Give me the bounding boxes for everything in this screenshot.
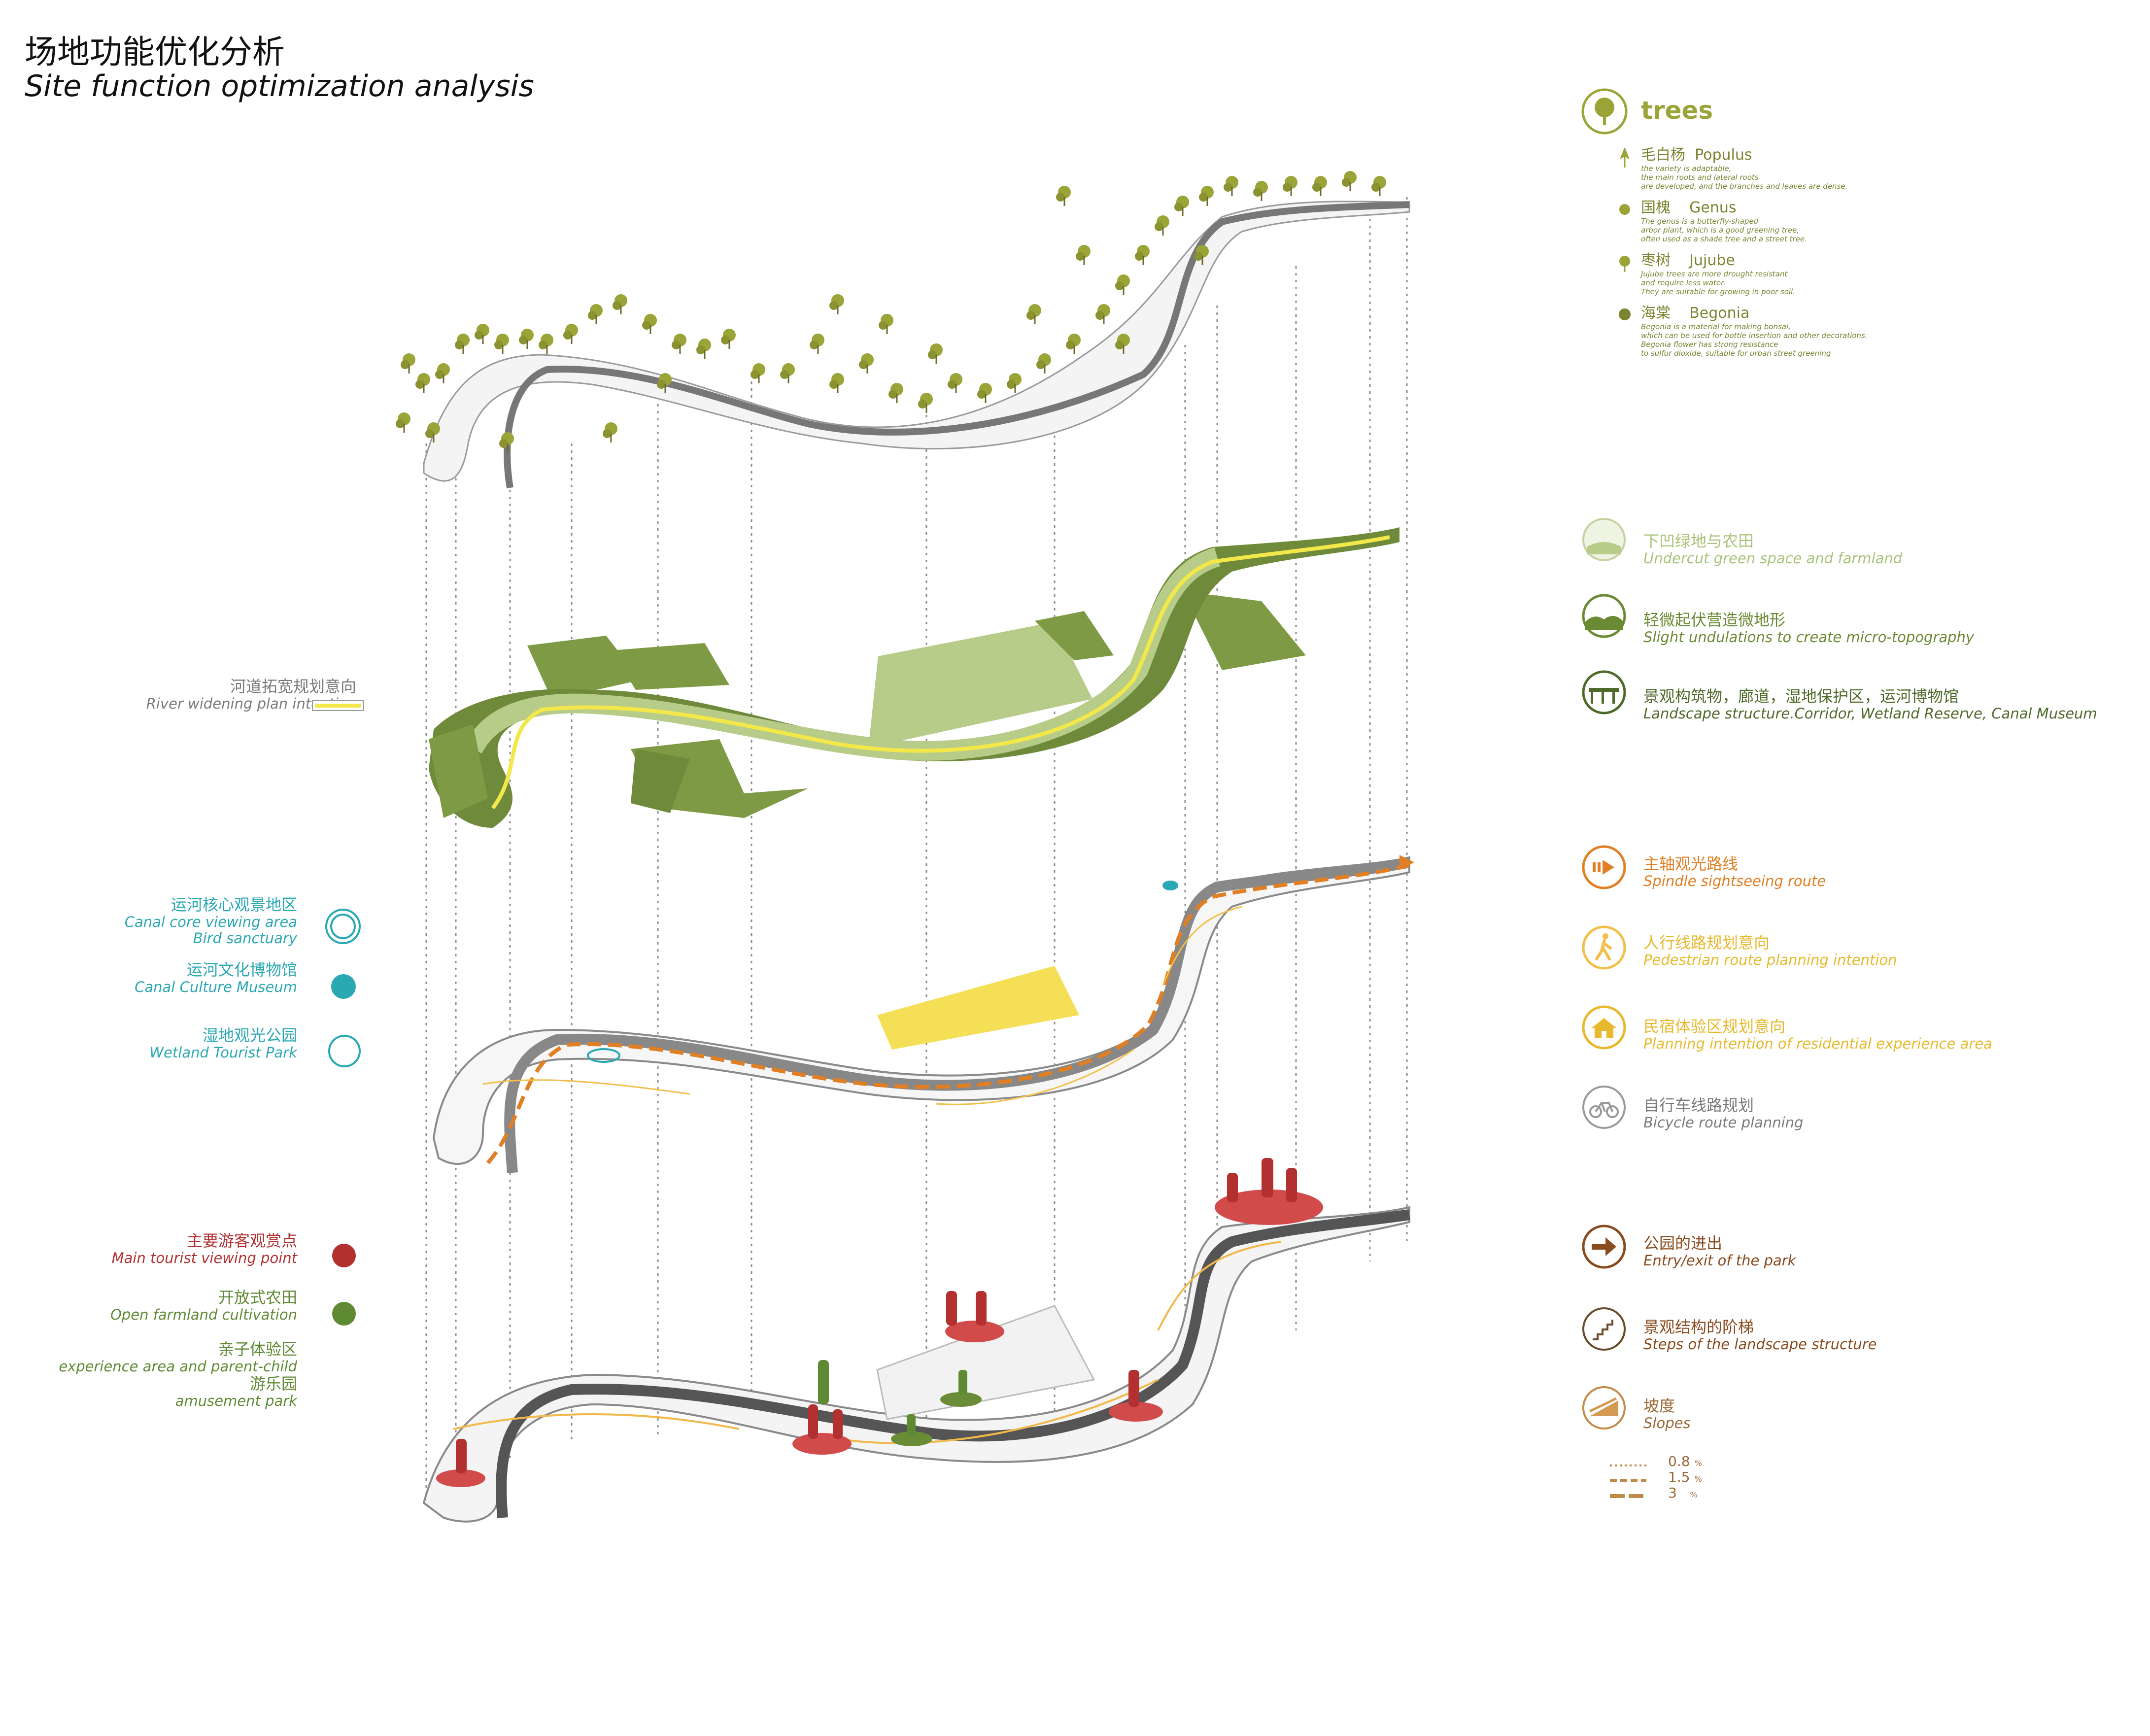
green-dot-icon — [332, 1302, 356, 1326]
tree-item-genus: 国槐 Genus The genus is a butterfly-shaped… — [1641, 199, 1807, 243]
steps-icon — [1582, 1307, 1626, 1351]
activity-layer — [422, 1158, 1410, 1523]
tree-item-begonia: 海棠 Begonia Begonia is a material for mak… — [1641, 305, 1868, 358]
terrain-layer — [429, 527, 1399, 828]
slope-icon — [1582, 1386, 1626, 1430]
projection-lines — [425, 197, 1408, 1513]
tree-species-icons — [1619, 148, 1631, 320]
page-title-cn: 场地功能优化分析 — [25, 33, 285, 71]
ring-icon — [328, 1035, 361, 1067]
entry-arrow-icon — [1582, 1225, 1626, 1269]
route-layer — [432, 855, 1414, 1173]
house-icon — [1582, 1005, 1626, 1050]
slope-value-15: 1.5 % — [1668, 1469, 1702, 1485]
double-ring-icon — [325, 909, 361, 944]
red-dot-icon — [332, 1244, 356, 1267]
tree-item-populus: 毛白杨 Populus the variety is adaptable,the… — [1641, 146, 1848, 191]
trees-heading: trees — [1641, 96, 1713, 125]
page-title-en: Site function optimization analysis — [25, 69, 534, 103]
arrow-route-icon — [1582, 845, 1626, 889]
hill-icon — [1582, 594, 1626, 638]
pedestrian-icon — [1582, 925, 1626, 970]
sunken-green-icon — [1582, 518, 1626, 561]
slope-value-08: 0.8 % — [1668, 1453, 1702, 1469]
slope-line-samples — [1610, 1464, 1646, 1498]
filled-dot-icon — [331, 974, 356, 999]
river-widening-swatch — [312, 700, 364, 711]
tree-layer — [395, 170, 1410, 489]
tree-item-jujube: 枣树 Jujube Jujube trees are more drought … — [1641, 252, 1795, 296]
structure-icon — [1582, 670, 1626, 715]
bicycle-icon — [1582, 1086, 1626, 1129]
tree-icon — [1581, 88, 1628, 135]
slope-value-3: 3 % — [1668, 1485, 1698, 1501]
